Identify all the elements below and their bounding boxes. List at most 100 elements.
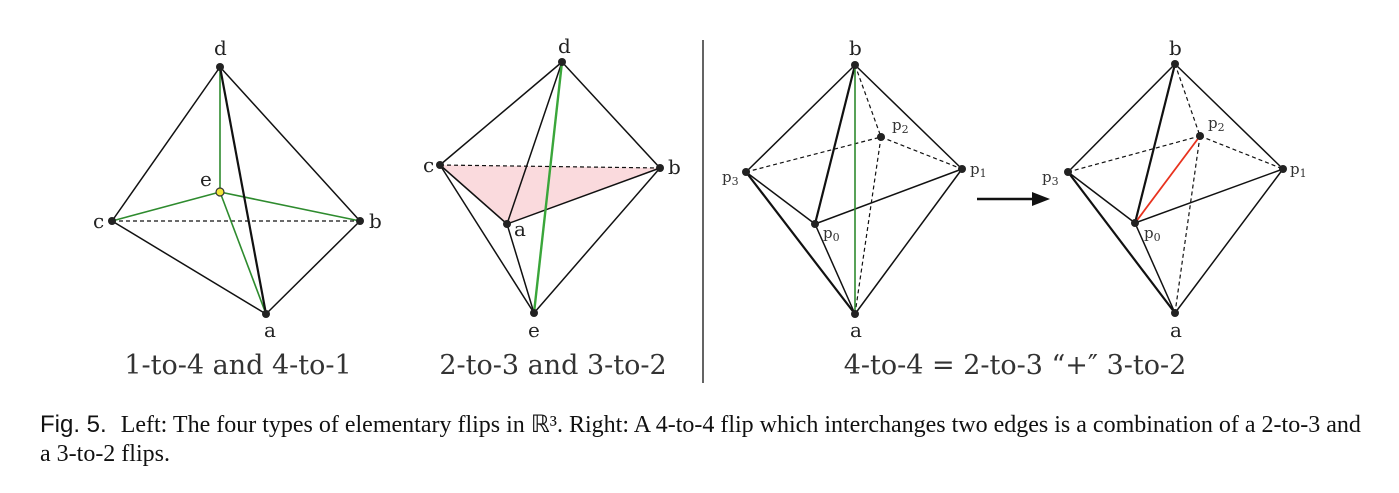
label-p3: p3 [722, 168, 739, 188]
vertex-p2 [877, 133, 885, 141]
label-b: b [668, 155, 681, 179]
edge-p0-a [1134, 222, 1176, 314]
vertex-c [436, 161, 444, 169]
vertex-b [1171, 60, 1179, 68]
label-p1: p1 [970, 160, 987, 180]
arrow-head-icon [1032, 192, 1050, 206]
edge-dc [111, 66, 221, 222]
edge-ca [111, 220, 267, 315]
caption-2-to-3: 2-to-3 and 3-to-2 [439, 350, 666, 381]
edge-b-p3 [745, 64, 856, 173]
hidden-edge-p2-p1 [880, 136, 963, 170]
edge-db [219, 66, 361, 222]
vertex-b [851, 61, 859, 69]
label-p3: p3 [1042, 168, 1059, 188]
hidden-edge-p2-a [854, 136, 882, 315]
hidden-edge-cb [439, 164, 661, 169]
edge-p3-a [1067, 171, 1176, 314]
diagram-2-to-3: d c b a e 2-to-3 and 3-to-2 [423, 34, 681, 381]
vertex-p0 [811, 220, 819, 228]
vertex-a [1171, 309, 1179, 317]
edge-p1-a [1174, 168, 1284, 314]
vertex-a [851, 310, 859, 318]
hidden-edge-p3-p2 [1067, 135, 1201, 173]
caption-4-to-4: 4-to-4 = 2-to-3 “+″ 3-to-2 [844, 350, 1187, 381]
edge-b-p1 [1174, 63, 1284, 170]
figure-caption: Fig. 5.Left: The four types of elementar… [40, 410, 1370, 469]
label-a: a [264, 318, 276, 342]
vertex-p3 [742, 168, 750, 176]
label-d: d [558, 34, 571, 58]
green-edge-ea [219, 191, 267, 315]
hidden-edge-p2-a [1174, 135, 1201, 314]
label-c: c [93, 209, 104, 233]
vertex-p3 [1064, 168, 1072, 176]
label-p2: p2 [892, 116, 909, 136]
edge-ca [439, 164, 508, 225]
edge-dc [439, 61, 563, 166]
edge-b-p0 [1133, 63, 1177, 224]
edge-p1-a [854, 168, 963, 315]
edge-p0-p1 [1134, 168, 1284, 224]
vertex-e [215, 187, 225, 197]
label-b: b [849, 36, 862, 60]
label-a: a [514, 217, 526, 241]
vertex-d [216, 63, 224, 71]
label-p0: p0 [823, 224, 840, 244]
figure-label: Fig. 5. [40, 411, 107, 438]
edge-b-p0 [813, 64, 857, 225]
vertex-e [530, 309, 538, 317]
edge-ae [506, 223, 535, 314]
figure-caption-text: Left: The four types of elementary flips… [40, 412, 1361, 467]
red-edge-p0-p2 [1134, 135, 1201, 224]
diagram-4-to-4-before: b p2 p3 p1 p0 a [722, 36, 987, 342]
edge-ce [439, 164, 535, 314]
green-edge-de [532, 61, 564, 314]
hidden-edge-b-p2 [1174, 63, 1201, 137]
vertex-p1 [958, 165, 966, 173]
vertex-a [262, 310, 270, 318]
hidden-edge-p3-p2 [745, 136, 882, 173]
edge-p0-a [814, 223, 856, 315]
green-edge-eb [219, 191, 361, 222]
edge-db [561, 61, 661, 169]
edge-da [506, 61, 563, 225]
vertex-p2 [1196, 132, 1204, 140]
figure-canvas: d e c b a 1-to-4 and 4-to-1 d c b a e 2-… [93, 34, 1307, 383]
caption-1-to-4: 1-to-4 and 4-to-1 [124, 350, 351, 381]
vertex-p0 [1131, 219, 1139, 227]
label-e: e [200, 167, 212, 191]
green-edge-ec [111, 191, 221, 222]
label-b: b [1169, 36, 1182, 60]
edge-b-p3 [1067, 63, 1176, 173]
edge-be [533, 167, 661, 314]
shared-face-cba [440, 165, 660, 224]
vertex-p1 [1279, 165, 1287, 173]
flip-arrow [977, 192, 1050, 206]
vertex-d [558, 58, 566, 66]
edge-p3-a [745, 171, 856, 315]
hidden-edge-p2-p1 [1199, 135, 1284, 170]
label-a: a [1170, 318, 1182, 342]
label-c: c [423, 153, 434, 177]
edge-ba [265, 220, 361, 315]
edge-ba [506, 167, 661, 225]
label-d: d [214, 36, 227, 60]
edge-p3-p0 [1067, 171, 1136, 224]
edge-da [218, 66, 268, 315]
vertex-b [656, 164, 664, 172]
edge-p3-p0 [745, 171, 816, 225]
label-p1: p1 [1290, 160, 1307, 180]
vertex-b [356, 217, 364, 225]
label-p0: p0 [1144, 224, 1161, 244]
vertex-a [503, 220, 511, 228]
hidden-edge-b-p2 [854, 64, 882, 138]
diagram-1-to-4: d e c b a 1-to-4 and 4-to-1 [93, 36, 382, 381]
edge-p0-p1 [814, 168, 963, 225]
label-e: e [528, 318, 540, 342]
label-p2: p2 [1208, 114, 1225, 134]
vertex-c [108, 217, 116, 225]
edge-b-p1 [854, 64, 963, 170]
diagram-4-to-4-after: b p2 p3 p1 p0 a [1042, 36, 1307, 342]
label-a: a [850, 318, 862, 342]
